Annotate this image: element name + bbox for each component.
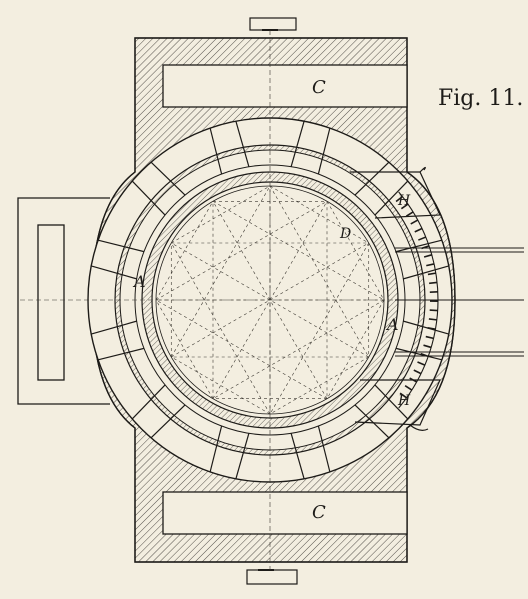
ring-spoke [290, 121, 331, 175]
ring-spoke [209, 121, 250, 175]
left-side-box [17, 197, 110, 405]
label-c-bottom: C [312, 502, 326, 523]
bottom-tab [246, 569, 298, 585]
chamber-c-top [162, 64, 408, 108]
rack-tooth [428, 318, 437, 321]
rack-tooth [414, 227, 423, 233]
construction-line [171, 185, 271, 244]
rack-tooth [400, 203, 409, 210]
chamber-c-bottom [162, 491, 408, 535]
rack-tooth [423, 254, 433, 258]
label-a-right: A [385, 315, 399, 334]
rack-tooth [429, 281, 438, 285]
label-h-bottom: H [397, 393, 411, 409]
fitting-h-top [350, 166, 441, 219]
construction-line [155, 201, 328, 301]
rack-tooth [427, 272, 436, 276]
rack-tooth [429, 309, 438, 312]
ring-spoke [290, 425, 331, 479]
rack-tooth [426, 263, 435, 267]
label-a-left: A [132, 272, 146, 291]
ring-spoke [395, 320, 449, 361]
ring-spoke [209, 425, 250, 479]
rack-tooth [404, 385, 413, 391]
ring-spoke [91, 320, 145, 361]
rack-tooth [417, 361, 426, 366]
construction-line [212, 201, 385, 301]
construction-line [269, 356, 369, 415]
ring-spoke [395, 239, 449, 280]
rack-tooth [399, 392, 408, 399]
ring-spoke [354, 161, 409, 216]
pipes-right [395, 247, 524, 357]
construction-line [155, 201, 214, 301]
rack-tooth [405, 211, 414, 217]
rack-tooth [423, 344, 432, 349]
rack-tooth [395, 195, 403, 203]
ring-spoke [131, 384, 186, 439]
ring-spoke [91, 239, 145, 280]
fitting-h-bottom [354, 379, 441, 431]
label-d: D [339, 226, 351, 242]
construction-line [269, 185, 369, 244]
ring-spoke [354, 384, 409, 439]
construction-line [326, 299, 385, 399]
label-h-top: H [397, 193, 411, 209]
top-tab [249, 17, 297, 31]
construction-line [269, 242, 369, 415]
construction-line [171, 185, 271, 358]
rack-tooth [418, 236, 427, 241]
ring-spoke [131, 161, 186, 216]
construction-line [326, 201, 385, 301]
rack-tooth [410, 219, 419, 225]
rack-tooth [427, 326, 436, 330]
label-c-top: C [312, 77, 326, 98]
rack-tooth [425, 335, 434, 340]
construction-line [155, 299, 214, 399]
rack-tooth [413, 369, 422, 375]
construction-line [171, 356, 271, 415]
construction-line [269, 185, 369, 358]
figure-title: Fig. 11. [438, 86, 523, 111]
